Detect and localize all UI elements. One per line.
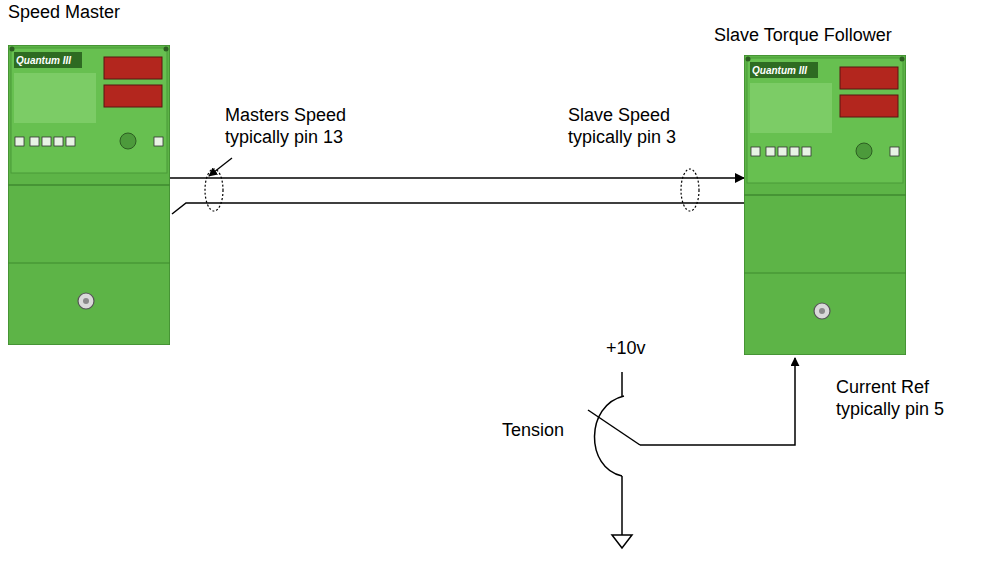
drive-title: Slave Torque Follower bbox=[714, 25, 892, 46]
pot-wire bbox=[621, 372, 623, 396]
drive-title: Speed Master bbox=[8, 2, 120, 23]
drive-illustration bbox=[744, 55, 906, 355]
current-ref-wire bbox=[640, 358, 795, 445]
signal-label: Tension bbox=[502, 419, 582, 441]
drive-illustration bbox=[8, 45, 170, 345]
ground-symbol bbox=[612, 535, 632, 548]
signal-label: +10v bbox=[606, 337, 666, 359]
signal-label: Slave Speed typically pin 3 bbox=[568, 104, 708, 148]
ground-wire bbox=[621, 476, 623, 535]
speed-signal-line bbox=[170, 177, 744, 179]
leader-arrow bbox=[209, 158, 232, 176]
drive-unit: Slave Torque FollowerQuantum III bbox=[744, 55, 906, 355]
brand-logo: Quantum III bbox=[16, 55, 71, 66]
cable-screen bbox=[681, 169, 699, 211]
signal-label: Masters Speed typically pin 13 bbox=[225, 104, 385, 148]
cable-wire bbox=[172, 203, 744, 214]
drive-unit: Speed MasterQuantum III bbox=[8, 45, 170, 345]
pot-track bbox=[594, 396, 624, 476]
pot-wiper bbox=[588, 410, 640, 445]
brand-logo: Quantum III bbox=[752, 65, 807, 76]
signal-label: Current Ref typically pin 5 bbox=[836, 376, 976, 420]
cable-screen bbox=[205, 169, 223, 211]
